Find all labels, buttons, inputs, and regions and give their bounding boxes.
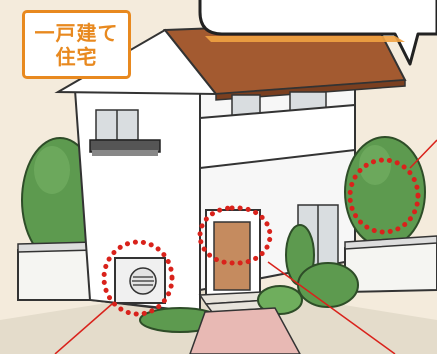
house-type-label-line2: 住宅 [55,44,98,69]
outdoor-ac-unit-icon [114,257,166,304]
highlight-tree [347,157,421,235]
highlight-markers [101,157,421,317]
house-type-label: 一戸建て 住宅 [22,10,131,79]
leader-lines [54,139,437,354]
highlight-ac-unit [101,239,175,317]
speech-bubble-icon [198,0,437,66]
window-upper-left [95,109,139,141]
shrubs [139,224,359,333]
balcony-railing [89,139,161,156]
balcony-box [199,103,356,170]
door-icon [205,209,261,296]
front-path [189,307,301,354]
fence-wall-left [17,246,96,301]
house-type-label-line1: 一戸建て [34,20,119,45]
highlight-door [197,205,273,266]
